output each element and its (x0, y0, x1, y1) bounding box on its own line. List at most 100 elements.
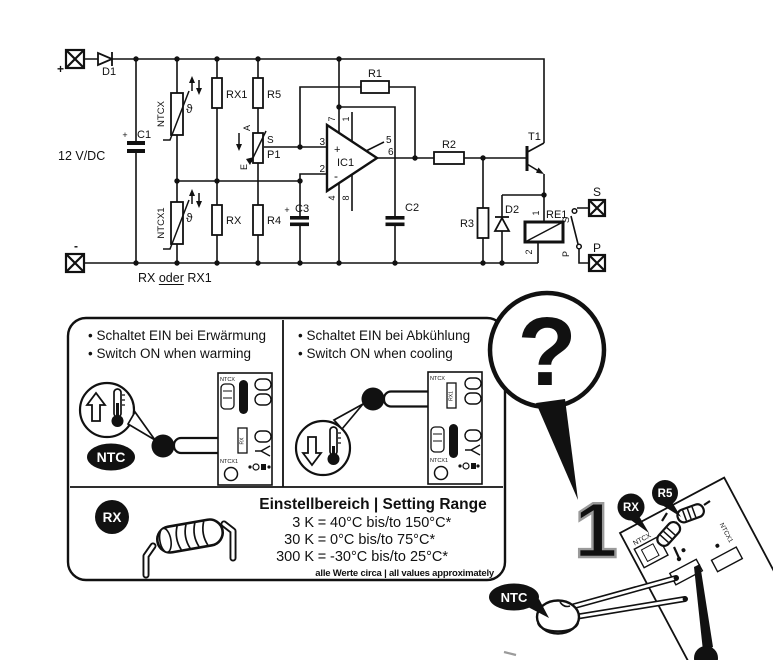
cooling-bullets: • Schaltet EIN bei Abkühlung • Switch ON… (298, 327, 470, 362)
pin5-label: 5 (386, 135, 392, 146)
pot-a-label: A (242, 125, 252, 131)
input-minus-label: - (334, 169, 338, 183)
c1-label: C1 (137, 129, 151, 141)
setting-range-footnote: alle Werte circa | all values approximat… (315, 568, 494, 579)
ntc-callout-badge: NTC (489, 583, 549, 618)
setting-range-block: Einstellbereich | Setting Range 3 K=40°C… (252, 496, 494, 579)
pin3-label: 3 (319, 137, 325, 148)
ntcx-label: NTCX (156, 100, 167, 127)
thermometer-up-icon (78, 381, 156, 441)
sw-p-label: P (561, 251, 571, 257)
pcb-fragment-warming (217, 372, 273, 486)
row-v: 0°C bis/to 75°C* (330, 532, 436, 548)
term-p-label: P (593, 241, 601, 255)
supply-label: 12 V/DC (58, 149, 105, 163)
c3-label: C3 (295, 203, 309, 215)
rx-oder-rx1-note: RX oder RX1 (138, 271, 212, 285)
pin6-label: 6 (388, 147, 394, 158)
d1-label: D1 (102, 66, 116, 78)
setting-range-rows: 3 K=40°C bis/to 150°C* 30 K=0°C bis/to 7… (252, 515, 494, 566)
pot-s-label: S (267, 135, 274, 146)
r5-callout-label: R5 (658, 488, 673, 500)
r5-label: R5 (267, 89, 281, 101)
note-post: RX1 (183, 271, 212, 285)
info-box-frame (66, 316, 507, 582)
terminal-s-icon (587, 198, 607, 218)
relay-contacts (571, 207, 583, 250)
resistor-r3 (476, 207, 490, 239)
axial-resistor-drawing (142, 518, 237, 579)
rx-badge: RX (95, 500, 129, 534)
pcb-warming-ntcx1-label: NTCX1 (220, 459, 238, 465)
thermometer-down-icon (294, 403, 364, 477)
row-v: 40°C bis/to 150°C* (330, 515, 452, 531)
next-step-mark (503, 650, 517, 657)
pcb-fragment-cooling (427, 371, 483, 485)
pin4-label: 4 (327, 195, 337, 200)
row-eq: = (317, 549, 327, 565)
pin1-label: 1 (341, 116, 351, 121)
plus-label: + (57, 62, 64, 76)
row-v: -30°C bis/to 25°C* (330, 549, 448, 565)
resistor-r4 (252, 204, 264, 236)
relay-re1 (523, 220, 565, 244)
p1-wiper-icon (236, 130, 267, 165)
pot-e-label: E (239, 164, 249, 170)
ntcx-adjust-arrows-icon (189, 76, 202, 95)
rx-badge-label: RX (103, 510, 122, 525)
diode-d2 (493, 216, 511, 232)
pin2-label: 2 (319, 164, 325, 175)
c2-label: C2 (405, 202, 419, 214)
pcb-warming-ntcx-label: NTCX (220, 377, 235, 383)
ntc-badge-label: NTC (97, 449, 126, 465)
callout-pointer (126, 410, 156, 441)
capacitor-c2 (385, 216, 405, 227)
pcb-warming-rx-label: RX (240, 437, 246, 445)
cooling-line-de: • Schaltet EIN bei Abkühlung (298, 328, 471, 343)
ntcx-theta-label: ϑ (186, 102, 193, 116)
resistor-r1 (360, 80, 390, 94)
opamp-ic1-triangle (325, 122, 380, 194)
r2-label: R2 (442, 139, 456, 151)
setting-range-title: Einstellbereich | Setting Range (259, 496, 487, 513)
re1-pin2-label: 2 (524, 249, 534, 254)
pcb-cooling-ntcx1-label: NTCX1 (430, 458, 448, 464)
resistor-rx1 (211, 77, 223, 109)
terminal-p-icon (587, 253, 607, 273)
setting-row: 3 K=40°C bis/to 150°C* (266, 515, 494, 532)
arrow-down-icon (301, 436, 323, 467)
terminal-minus-icon (64, 252, 86, 274)
r5-callout-badge: R5 (652, 480, 681, 517)
callout-pointer (332, 403, 364, 431)
rx-callout-badge: RX (617, 493, 649, 533)
minus-label: - (74, 239, 78, 253)
rx-label: RX (226, 215, 242, 227)
pcb-cooling-ntcx-label: NTCX (430, 376, 445, 382)
pin8-label: 8 (341, 195, 351, 200)
d2-label: D2 (505, 204, 519, 216)
c3-plus-label: + (284, 205, 289, 215)
setting-row: 300 K=-30°C bis/to 25°C* (266, 549, 494, 566)
p1-label: P1 (267, 149, 280, 161)
ntc-callout-label: NTC (501, 590, 528, 605)
row-k: 30 K (284, 532, 314, 548)
resistor-r5 (252, 77, 264, 109)
pcb-cooling-rx1-label: RX1 (449, 391, 455, 401)
junction-dots (133, 56, 547, 266)
note-oder: oder (158, 271, 184, 285)
c1-plus-label: + (122, 130, 127, 140)
re1-pin1-label: 1 (531, 210, 541, 215)
diode-d1 (97, 51, 115, 67)
t1-label: T1 (528, 131, 541, 143)
ic1-label: IC1 (337, 157, 354, 169)
ntcx1-theta-label: ϑ (186, 211, 193, 225)
warming-line-de: • Schaltet EIN bei Erwärmung (88, 328, 267, 343)
ntcx1-label: NTCX1 (156, 207, 167, 238)
r4-label: R4 (267, 215, 281, 227)
rx-callout-label: RX (623, 502, 639, 514)
r1-label: R1 (368, 68, 382, 80)
terminal-plus-icon (64, 48, 86, 70)
arrow-up-icon (85, 391, 107, 422)
note-pre: RX (138, 271, 159, 285)
